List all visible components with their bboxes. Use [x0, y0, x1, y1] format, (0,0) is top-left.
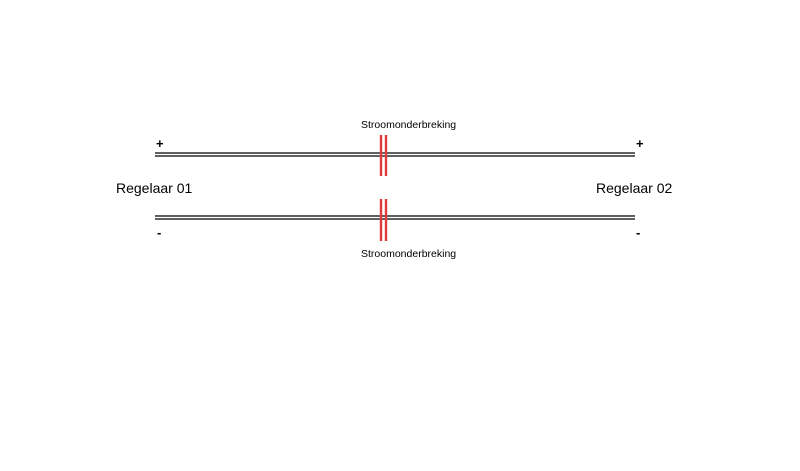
polarity-bottom-left: - [157, 225, 162, 240]
controller-label-left: Regelaar 01 [116, 180, 193, 196]
break-label-top: Stroomonderbreking [361, 119, 457, 131]
top-break-marker [379, 135, 388, 176]
break-label-bottom: Stroomonderbreking [361, 248, 457, 260]
polarity-top-right: + [636, 136, 644, 151]
bottom-rail [155, 215, 635, 220]
bottom-break-marker [379, 199, 388, 241]
polarity-top-left: + [156, 136, 164, 151]
top-rail [155, 152, 635, 157]
polarity-bottom-right: - [636, 225, 641, 240]
controller-label-right: Regelaar 02 [596, 180, 673, 196]
